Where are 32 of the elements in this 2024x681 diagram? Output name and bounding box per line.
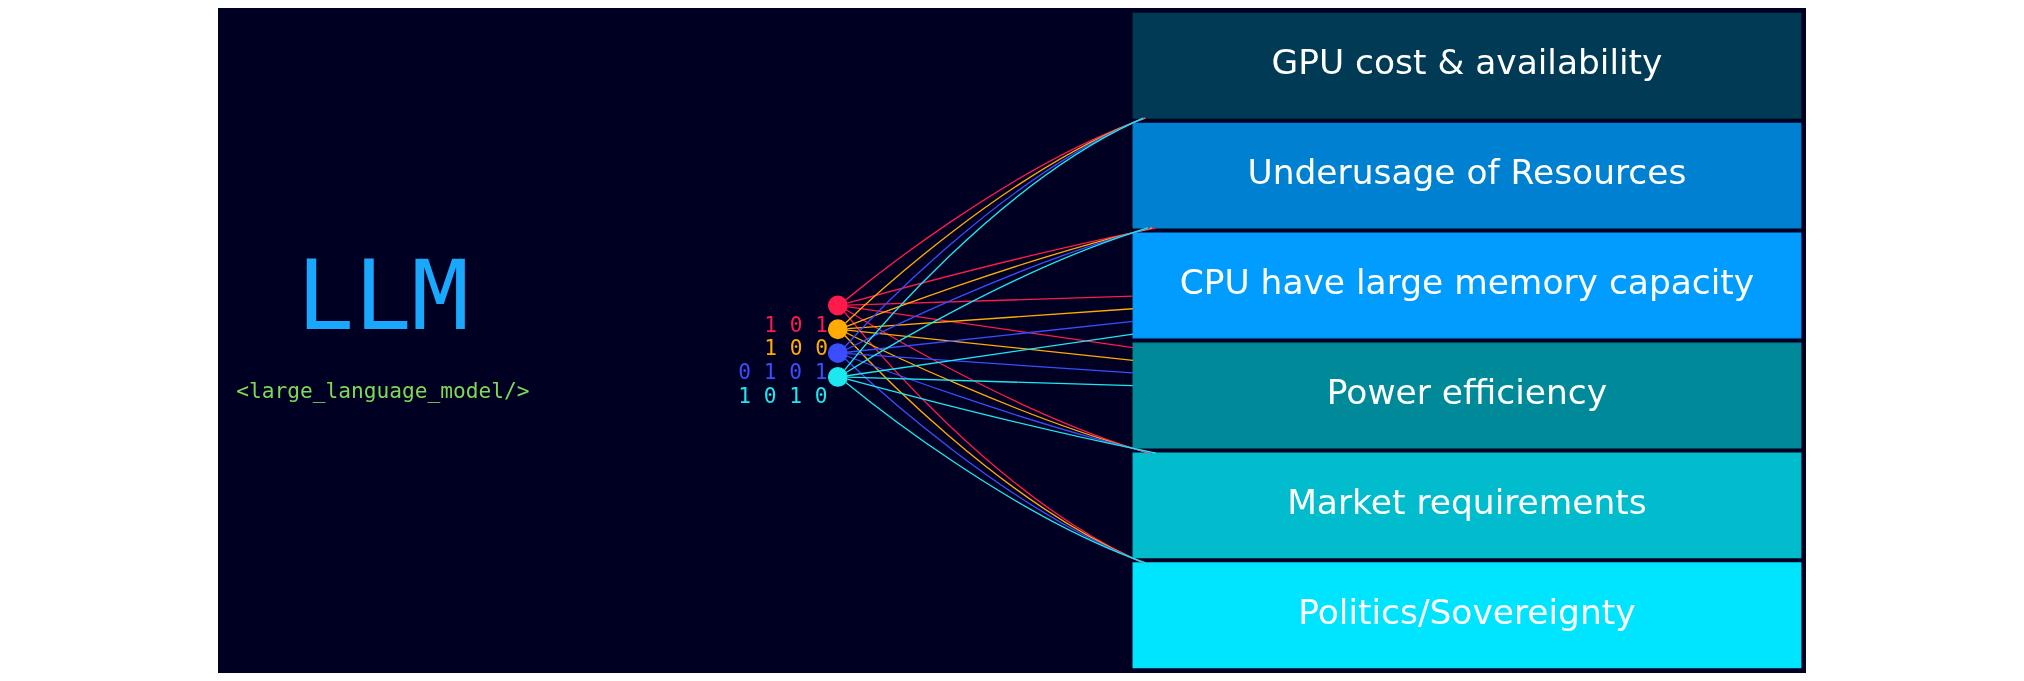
node-circle [827,319,848,340]
connector [845,227,1149,374]
connector [846,295,1134,306]
connector [846,355,1153,454]
connector [846,378,1157,454]
node-box: Power efficiency [1132,342,1802,449]
node-box: Underusage of Resources [1132,122,1802,229]
node-label: 1 0 0 [764,335,829,361]
connector [846,329,1134,361]
node-circle [827,295,848,316]
node-box: GPU cost & availability [1132,12,1802,119]
connector [846,227,1157,304]
connector [846,227,1151,350]
connector [846,227,1153,327]
node-circle [827,367,848,387]
label: <large_language_model/> [236,377,530,403]
connector [846,353,1134,374]
connector [846,308,1134,330]
node-label: 1 0 1 0 [738,383,828,409]
node-label: 0 1 0 1 [738,359,828,385]
connector [846,320,1134,353]
node-label: 1 0 1 [764,311,829,337]
connector [846,376,1134,387]
connector [846,305,1134,349]
label: LLM [296,240,469,352]
connector [846,333,1134,377]
node-circle [827,343,848,363]
connector [845,309,1149,454]
node-box: Market requirements [1132,452,1802,559]
node-box: CPU have large memory capacity [1132,232,1802,339]
connector [846,332,1151,454]
node-box: Politics/Sovereignty [1132,562,1802,669]
